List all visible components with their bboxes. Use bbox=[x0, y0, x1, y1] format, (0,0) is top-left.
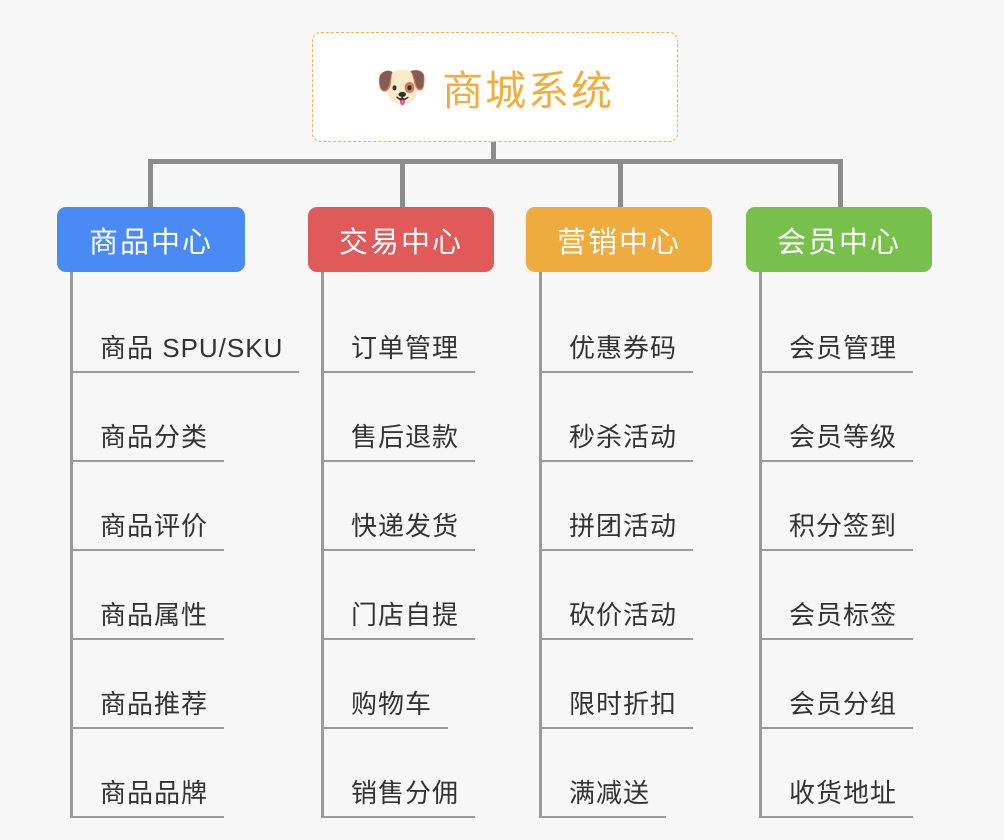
connector-horizontal-bar bbox=[148, 159, 842, 164]
leaf-item[interactable]: 商品品牌 bbox=[57, 729, 245, 818]
root-node-shopping-mall-system[interactable]: 🐶 商城系统 bbox=[312, 32, 678, 142]
leaf-underline: 商品推荐 bbox=[70, 684, 225, 729]
category-header-trade[interactable]: 交易中心 bbox=[308, 207, 494, 272]
leaf-label: 拼团活动 bbox=[569, 511, 678, 541]
leaf-label: 收货地址 bbox=[789, 778, 898, 808]
leaf-underline: 售后退款 bbox=[321, 417, 476, 462]
leaf-label: 商品 SPU/SKU bbox=[100, 333, 284, 363]
category-header-member[interactable]: 会员中心 bbox=[746, 207, 932, 272]
leaf-list-member: 会员管理会员等级积分签到会员标签会员分组收货地址 bbox=[746, 272, 932, 818]
category-header-marketing[interactable]: 营销中心 bbox=[526, 207, 712, 272]
leaf-label: 商品分类 bbox=[100, 422, 209, 452]
leaf-item[interactable]: 商品评价 bbox=[57, 462, 245, 551]
leaf-underline: 收货地址 bbox=[759, 773, 914, 818]
category-column-marketing: 营销中心 优惠券码秒杀活动拼团活动砍价活动限时折扣满减送 bbox=[526, 207, 712, 818]
leaf-item[interactable]: 限时折扣 bbox=[526, 640, 712, 729]
leaf-label: 售后退款 bbox=[351, 422, 460, 452]
leaf-underline: 门店自提 bbox=[321, 595, 476, 640]
leaf-label: 积分签到 bbox=[789, 511, 898, 541]
leaf-underline: 秒杀活动 bbox=[539, 417, 694, 462]
leaf-spine bbox=[539, 272, 542, 818]
leaf-underline: 商品 SPU/SKU bbox=[70, 328, 300, 373]
leaf-label: 商品品牌 bbox=[100, 778, 209, 808]
leaf-item[interactable]: 会员等级 bbox=[746, 373, 932, 462]
leaf-label: 订单管理 bbox=[351, 333, 460, 363]
leaf-label: 购物车 bbox=[351, 689, 433, 719]
connector-drop-3 bbox=[618, 159, 623, 208]
dog-face-icon: 🐶 bbox=[375, 63, 429, 110]
leaf-label: 砍价活动 bbox=[569, 600, 678, 630]
leaf-underline: 优惠券码 bbox=[539, 328, 694, 373]
leaf-item[interactable]: 会员分组 bbox=[746, 640, 932, 729]
leaf-item[interactable]: 收货地址 bbox=[746, 729, 932, 818]
leaf-underline: 会员分组 bbox=[759, 684, 914, 729]
leaf-item[interactable]: 拼团活动 bbox=[526, 462, 712, 551]
leaf-label: 商品评价 bbox=[100, 511, 209, 541]
leaf-label: 商品属性 bbox=[100, 600, 209, 630]
root-node-title: 商城系统 bbox=[442, 68, 615, 114]
leaf-list-trade: 订单管理售后退款快递发货门店自提购物车销售分佣 bbox=[308, 272, 494, 818]
leaf-item[interactable]: 门店自提 bbox=[308, 551, 494, 640]
leaf-label: 商品推荐 bbox=[100, 689, 209, 719]
leaf-item[interactable]: 订单管理 bbox=[308, 284, 494, 373]
leaf-list-marketing: 优惠券码秒杀活动拼团活动砍价活动限时折扣满减送 bbox=[526, 272, 712, 818]
leaf-underline: 会员管理 bbox=[759, 328, 914, 373]
leaf-label: 会员标签 bbox=[789, 600, 898, 630]
leaf-item[interactable]: 会员标签 bbox=[746, 551, 932, 640]
leaf-label: 秒杀活动 bbox=[569, 422, 678, 452]
leaf-label: 满减送 bbox=[569, 778, 651, 808]
leaf-item[interactable]: 会员管理 bbox=[746, 284, 932, 373]
leaf-underline: 购物车 bbox=[321, 684, 449, 729]
leaf-label: 会员分组 bbox=[789, 689, 898, 719]
leaf-underline: 满减送 bbox=[539, 773, 667, 818]
leaf-list-product: 商品 SPU/SKU 商品分类商品评价商品属性商品推荐商品品牌 bbox=[57, 272, 300, 818]
leaf-item[interactable]: 销售分佣 bbox=[308, 729, 494, 818]
leaf-underline: 拼团活动 bbox=[539, 506, 694, 551]
leaf-label: 优惠券码 bbox=[569, 333, 678, 363]
category-column-member: 会员中心 会员管理会员等级积分签到会员标签会员分组收货地址 bbox=[746, 207, 932, 818]
leaf-spine bbox=[321, 272, 324, 818]
leaf-underline: 订单管理 bbox=[321, 328, 476, 373]
leaf-item[interactable]: 商品 SPU/SKU bbox=[57, 284, 300, 373]
leaf-item[interactable]: 积分签到 bbox=[746, 462, 932, 551]
connector-drop-2 bbox=[400, 159, 405, 208]
leaf-label: 限时折扣 bbox=[569, 689, 678, 719]
leaf-underline: 商品评价 bbox=[70, 506, 225, 551]
category-header-product[interactable]: 商品中心 bbox=[57, 207, 245, 272]
leaf-label: 会员管理 bbox=[789, 333, 898, 363]
leaf-item[interactable]: 砍价活动 bbox=[526, 551, 712, 640]
category-column-product: 商品中心 商品 SPU/SKU 商品分类商品评价商品属性商品推荐商品品牌 bbox=[57, 207, 300, 818]
leaf-underline: 商品品牌 bbox=[70, 773, 225, 818]
leaf-item[interactable]: 秒杀活动 bbox=[526, 373, 712, 462]
leaf-item[interactable]: 快递发货 bbox=[308, 462, 494, 551]
leaf-spine bbox=[759, 272, 762, 818]
leaf-underline: 快递发货 bbox=[321, 506, 476, 551]
category-column-trade: 交易中心 订单管理售后退款快递发货门店自提购物车销售分佣 bbox=[308, 207, 494, 818]
leaf-item[interactable]: 满减送 bbox=[526, 729, 712, 818]
leaf-item[interactable]: 商品属性 bbox=[57, 551, 245, 640]
leaf-label: 门店自提 bbox=[351, 600, 460, 630]
leaf-item[interactable]: 商品推荐 bbox=[57, 640, 245, 729]
leaf-item[interactable]: 售后退款 bbox=[308, 373, 494, 462]
leaf-label: 销售分佣 bbox=[351, 778, 460, 808]
leaf-underline: 会员标签 bbox=[759, 595, 914, 640]
leaf-item[interactable]: 购物车 bbox=[308, 640, 494, 729]
leaf-underline: 限时折扣 bbox=[539, 684, 694, 729]
leaf-underline: 积分签到 bbox=[759, 506, 914, 551]
connector-drop-1 bbox=[148, 159, 153, 208]
leaf-label: 会员等级 bbox=[789, 422, 898, 452]
connector-root-stem bbox=[491, 142, 496, 164]
leaf-underline: 销售分佣 bbox=[321, 773, 476, 818]
leaf-label: 快递发货 bbox=[351, 511, 460, 541]
leaf-item[interactable]: 优惠券码 bbox=[526, 284, 712, 373]
leaf-underline: 商品分类 bbox=[70, 417, 225, 462]
leaf-underline: 砍价活动 bbox=[539, 595, 694, 640]
leaf-underline: 会员等级 bbox=[759, 417, 914, 462]
leaf-spine bbox=[70, 272, 73, 818]
connector-drop-4 bbox=[838, 159, 843, 208]
leaf-underline: 商品属性 bbox=[70, 595, 225, 640]
leaf-item[interactable]: 商品分类 bbox=[57, 373, 245, 462]
